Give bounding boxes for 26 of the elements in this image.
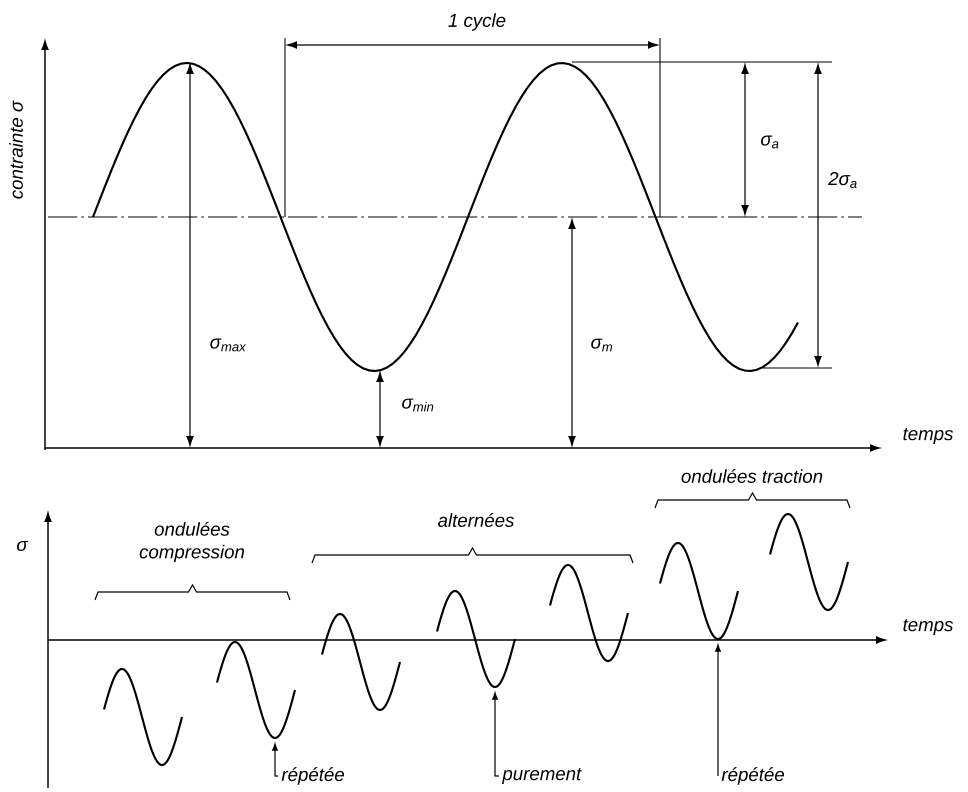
dimension-label: σ$_{max}$ [210, 338, 246, 352]
axis-label: temps [903, 619, 954, 635]
category-label: ondulées traction [682, 469, 822, 483]
wave-curve [216, 640, 296, 740]
annotation-text: répétée [282, 767, 344, 785]
axis-label: σ [17, 540, 28, 552]
leader-line [715, 644, 721, 776]
category-label: ondulées compression [140, 522, 244, 562]
wave-curve [102, 668, 184, 766]
wave-curve [768, 512, 850, 612]
leader-line [492, 692, 499, 777]
annotation-text: purement [502, 768, 582, 784]
wave-curve [320, 612, 402, 712]
dimension-label: 1 cycle [448, 13, 506, 31]
dimension-label: σ$_{a}$ [761, 136, 778, 148]
leader-line [272, 743, 278, 777]
dimension-label: σ$_{m}$ [591, 338, 612, 352]
wave-curve [548, 564, 630, 662]
dimension-label: σ$_{min}$ [402, 398, 434, 412]
wave-curve [436, 590, 516, 688]
axis-label: contrainte σ [9, 100, 23, 199]
wave-curve [658, 542, 740, 640]
dimension-label: 2σ$_{a}$ [828, 172, 857, 188]
annotation-text: répétée [722, 767, 784, 785]
category-label: alternées [438, 513, 514, 527]
axis-label: temps [903, 428, 954, 444]
